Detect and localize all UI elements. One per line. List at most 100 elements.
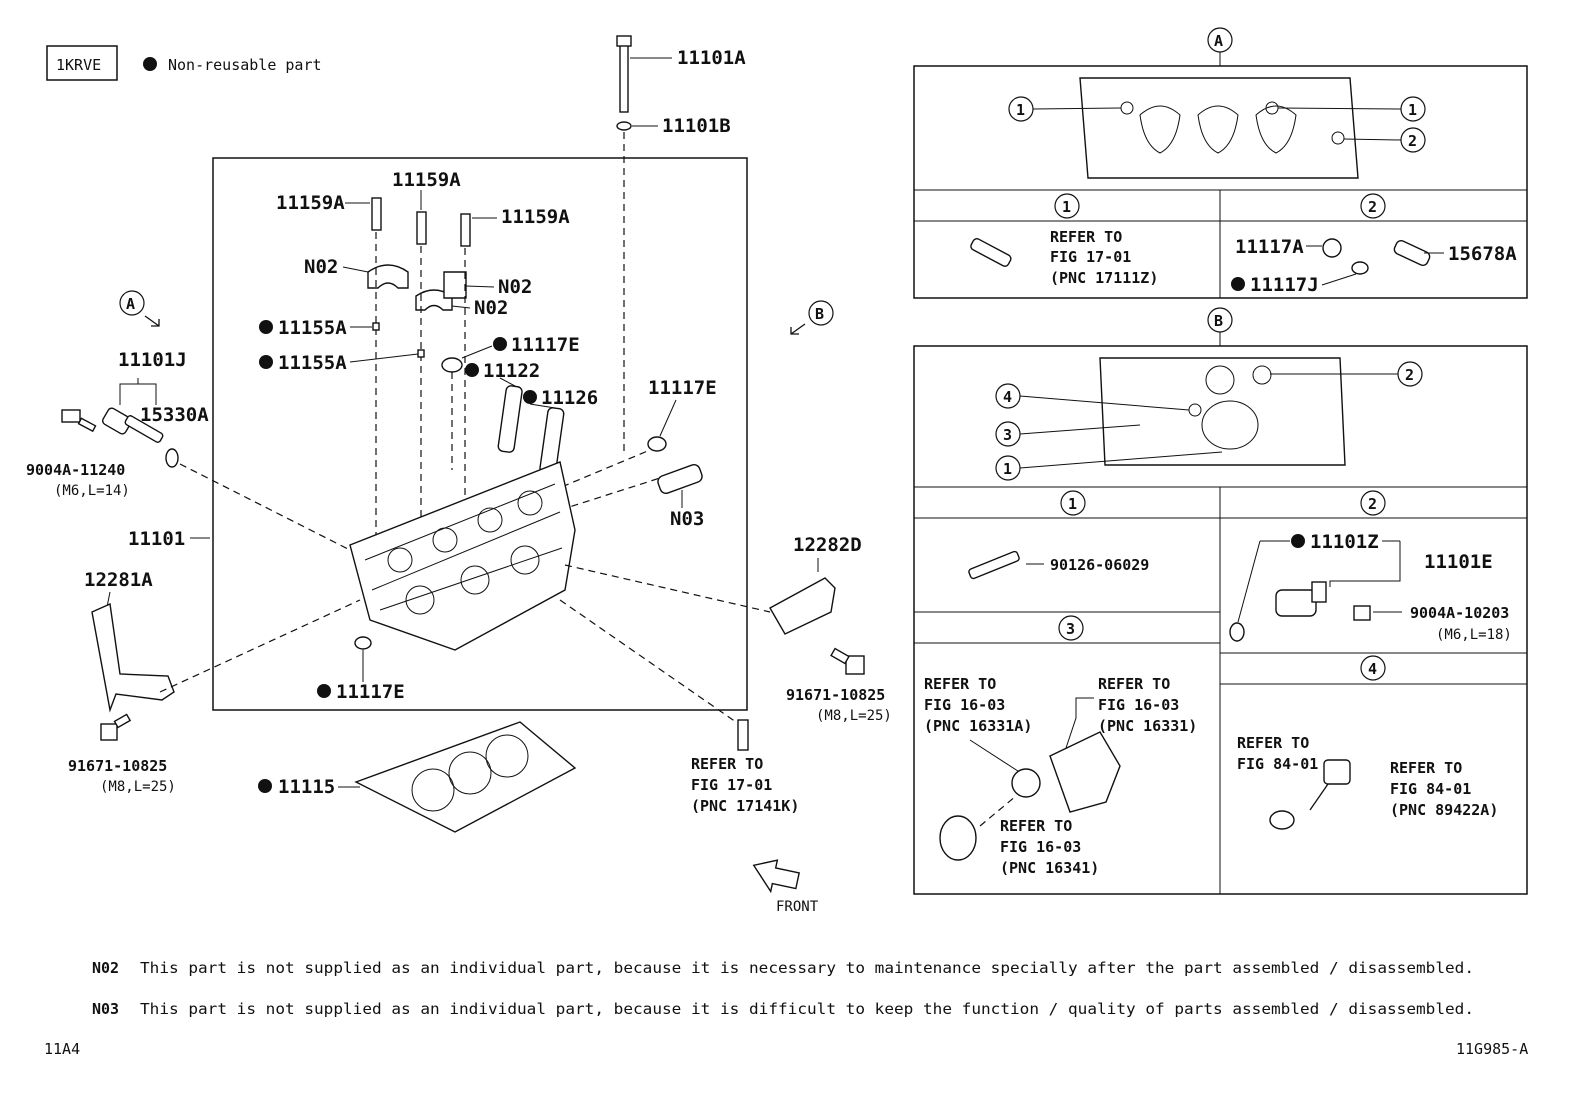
- label-91671-a: 91671-10825: [68, 757, 167, 775]
- label-11101E: 11101E: [1424, 551, 1493, 573]
- label-11117A: 11117A: [1235, 236, 1304, 258]
- label-11155A-2: 11155A: [278, 352, 347, 374]
- panel-a-marker-2: 2: [1408, 132, 1417, 150]
- label-11101J: 11101J: [118, 349, 187, 371]
- legend-text: Non-reusable part: [168, 56, 322, 74]
- note-text-n02: This part is not supplied as an individu…: [140, 959, 1474, 977]
- panel-a-ref-3: (PNC 17111Z): [1050, 269, 1158, 287]
- note-code-n03: N03: [92, 1000, 119, 1018]
- label-12281A: 12281A: [84, 569, 153, 591]
- panel-b-marker-2: 2: [1405, 366, 1414, 384]
- pin-11155A-icon: [372, 322, 380, 331]
- plug-icon: [1322, 238, 1342, 258]
- panel-a-marker-1: 1: [1016, 101, 1025, 119]
- label-91671-b: 91671-10825: [786, 686, 885, 704]
- footer-right: 11G985-A: [1456, 1040, 1528, 1058]
- bolt-9004A-icon: [61, 409, 97, 433]
- panel-b-cell3-no: 3: [1066, 620, 1075, 638]
- oil-control-valve-icon: [102, 407, 164, 443]
- label-11101: 11101: [128, 528, 185, 550]
- panel-a-ref-2: FIG 17-01: [1050, 248, 1131, 266]
- non-reusable-dot-icon: [143, 57, 157, 71]
- label-11101B: 11101B: [662, 115, 731, 137]
- label-11155A-1: 11155A: [278, 317, 347, 339]
- ref-16331A-2: FIG 16-03: [924, 696, 1005, 714]
- label-11122: 11122: [483, 360, 540, 382]
- ref-89422A-1: REFER TO: [1390, 759, 1462, 777]
- panel-b-title: B: [1214, 312, 1223, 330]
- panel-a-cell2-no: 2: [1368, 198, 1377, 216]
- engine-code: 1KRVE: [56, 56, 101, 74]
- ref-16341-1: REFER TO: [1000, 817, 1072, 835]
- cylinder-head-icon: [349, 461, 576, 651]
- panel-b-cell1-no: 1: [1068, 495, 1077, 513]
- o-ring-icon: [165, 448, 179, 468]
- spec-9004A-11240: (M6,L=14): [54, 483, 130, 499]
- bolt-11159A-icon: [371, 197, 471, 247]
- label-15678A: 15678A: [1448, 243, 1517, 265]
- label-9004A-10203: 9004A-10203: [1410, 604, 1509, 622]
- washer-11101B-icon: [616, 121, 632, 131]
- panel-b-cell4-no: 4: [1368, 660, 1377, 678]
- bracket-12281A-icon: [91, 602, 175, 713]
- temp-sensor-icon: [1323, 759, 1351, 785]
- arrow-icon: [144, 315, 160, 327]
- camshaft-cap-icon: [367, 264, 467, 311]
- note-text-n03: This part is not supplied as an individu…: [140, 1000, 1474, 1018]
- panel-a-title: A: [1214, 32, 1223, 50]
- view-a-marker: A: [126, 295, 135, 313]
- footer-left: 11A4: [44, 1040, 80, 1058]
- panel-b-marker-1: 1: [1003, 460, 1012, 478]
- label-11126: 11126: [541, 387, 598, 409]
- stud-icon: [737, 719, 749, 751]
- label-9004A-11240: 9004A-11240: [26, 461, 125, 479]
- label-N02-3: N02: [474, 297, 508, 319]
- ref-16331A-1: REFER TO: [924, 675, 996, 693]
- panel-a-ref-1: REFER TO: [1050, 228, 1122, 246]
- panel-b-marker-3: 3: [1003, 426, 1012, 444]
- thermostat-icon: [1011, 768, 1041, 798]
- label-90126-06029: 90126-06029: [1050, 556, 1149, 574]
- panel-a-cell1-no: 1: [1062, 198, 1071, 216]
- label-12282D: 12282D: [793, 534, 862, 556]
- label-N02-1: N02: [304, 256, 338, 278]
- view-b-marker: B: [815, 305, 824, 323]
- ref-17141K-2: FIG 17-01: [691, 776, 772, 794]
- seal-11117E-icon: [441, 357, 463, 373]
- label-11117E-3: 11117E: [336, 681, 405, 703]
- ref-84-01-a2: FIG 84-01: [1237, 755, 1318, 773]
- label-11117E-2: 11117E: [648, 377, 717, 399]
- ref-89422A-2: FIG 84-01: [1390, 780, 1471, 798]
- label-11117J: 11117J: [1250, 274, 1319, 296]
- stud-icon: [970, 238, 1012, 267]
- sensor-icon: [1275, 589, 1317, 617]
- front-arrow-icon: [752, 859, 800, 894]
- label-11101A: 11101A: [677, 47, 746, 69]
- label-11101Z: 11101Z: [1310, 531, 1379, 553]
- ref-16331-2: FIG 16-03: [1098, 696, 1179, 714]
- spec-91671-b: (M8,L=25): [816, 708, 892, 724]
- spec-91671-a: (M8,L=25): [100, 779, 176, 795]
- head-view-b-icon: [1099, 357, 1346, 466]
- bracket-12282D-icon: [769, 577, 836, 635]
- front-label: FRONT: [776, 899, 819, 915]
- head-gasket-icon: [354, 721, 577, 833]
- label-11115: 11115: [278, 776, 335, 798]
- ref-16331A-3: (PNC 16331A): [924, 717, 1032, 735]
- engine-code-box: [46, 45, 118, 81]
- label-N02-2: N02: [498, 276, 532, 298]
- label-11159A-2: 11159A: [392, 169, 461, 191]
- label-11159A-3: 11159A: [501, 206, 570, 228]
- main-assembly-frame: [212, 157, 748, 711]
- panel-b-marker-4: 4: [1003, 388, 1012, 406]
- ref-16341-2: FIG 16-03: [1000, 838, 1081, 856]
- ref-84-01-a1: REFER TO: [1237, 734, 1309, 752]
- ref-16331-1: REFER TO: [1098, 675, 1170, 693]
- spec-9004A-10203: (M6,L=18): [1436, 627, 1512, 643]
- water-outlet-icon: [1049, 731, 1121, 813]
- ref-17141K-3: (PNC 17141K): [691, 797, 799, 815]
- label-15330A: 15330A: [140, 404, 209, 426]
- stud-icon: [968, 550, 1020, 580]
- ref-89422A-3: (PNC 89422A): [1390, 801, 1498, 819]
